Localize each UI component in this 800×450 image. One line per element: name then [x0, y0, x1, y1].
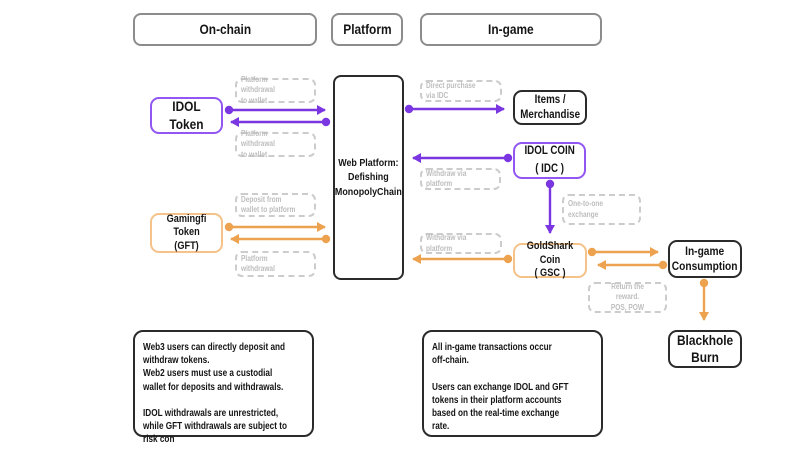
arrow-idol-token-to-platform — [224, 105, 326, 115]
origin-dot — [587, 247, 597, 257]
arrow-goldshark-to-consumption — [587, 247, 659, 257]
note-onchain-rules: Web3 users can directly deposit and with… — [133, 330, 314, 445]
node-idol-coin: IDOL COIN ( IDC ) — [513, 142, 586, 179]
edge-label-one-to-one-exchange: One-to-one exchange — [562, 194, 641, 225]
arrow-consumption-to-blackhole — [699, 278, 709, 321]
edge-label-idc-withdraw: Withdraw via platform — [420, 168, 501, 190]
arrow-idol-coin-to-goldshark — [545, 179, 555, 234]
node-blackhole-burn-label: Blackhole Burn — [676, 331, 734, 366]
node-idol-coin-label: IDOL COIN ( IDC ) — [524, 145, 575, 175]
arrow-platform-to-gft — [230, 234, 331, 244]
node-items-merchandise: Items / Merchandise — [513, 90, 587, 125]
node-ingame-consumption-label: In-game Consumption — [672, 244, 738, 273]
edge-label-idol-withdraw: Platform withdrawal to wallet — [235, 129, 316, 159]
note-ingame-rules: All in-game transactions occur off-chain… — [422, 330, 603, 437]
edge-label-gft-deposit: Deposit from wallet to platform — [235, 193, 316, 217]
edge-label-return-reward: Return the reward. POS, POW — [588, 282, 667, 313]
arrow-goldshark-to-platform — [412, 254, 513, 264]
arrow-platform-to-items — [404, 104, 505, 114]
node-goldshark-coin: GoldShark Coin ( GSC ) — [513, 240, 587, 280]
header-on-chain-label: On-chain — [199, 20, 251, 37]
node-goldshark-coin-label: GoldShark Coin ( GSC ) — [526, 240, 574, 280]
origin-dot — [224, 105, 234, 115]
origin-dot — [404, 104, 414, 114]
origin-dot — [503, 254, 513, 264]
arrow-idol-coin-to-platform — [412, 153, 513, 163]
header-on-chain: On-chain — [133, 13, 317, 46]
edge-label-direct-purchase: Direct purchase via IDC — [420, 80, 502, 102]
node-web-platform-label: Web Platform: Defishing MonopolyChain — [335, 157, 402, 198]
origin-dot — [224, 222, 234, 232]
edge-label-gsc-withdraw: Withdraw via platform — [420, 233, 502, 254]
node-gamingfi-token: Gamingfi Token (GFT) — [150, 213, 223, 253]
node-blackhole-burn: Blackhole Burn — [668, 330, 742, 368]
origin-dot — [658, 260, 668, 270]
header-platform-label: Platform — [342, 20, 392, 37]
origin-dot — [321, 117, 331, 127]
header-in-game: In-game — [420, 13, 602, 46]
arrow-gft-to-platform — [224, 222, 326, 232]
origin-dot — [321, 234, 331, 244]
edge-label-idol-deposit: Platform withdrawal to wallet — [235, 75, 316, 105]
arrow-platform-to-idol-token — [230, 117, 331, 127]
header-in-game-label: In-game — [488, 20, 534, 37]
node-gamingfi-token-label: Gamingfi Token (GFT) — [166, 212, 207, 252]
node-idol-token: IDOL Token — [150, 97, 223, 134]
node-web-platform: Web Platform: Defishing MonopolyChain — [333, 75, 404, 280]
node-items-merchandise-label: Items / Merchandise — [520, 94, 580, 121]
origin-dot — [699, 278, 709, 288]
node-idol-token-label: IDOL Token — [169, 98, 204, 132]
edge-label-gft-withdraw: Platform withdrawal — [235, 251, 316, 277]
arrow-consumption-to-goldshark — [597, 260, 668, 270]
header-platform: Platform — [331, 13, 403, 46]
origin-dot — [503, 153, 513, 163]
origin-dot — [545, 179, 555, 189]
node-ingame-consumption: In-game Consumption — [668, 240, 742, 278]
